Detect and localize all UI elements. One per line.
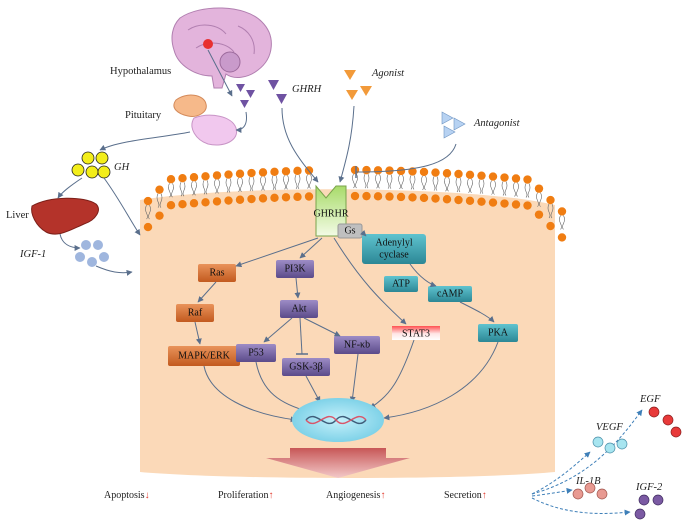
igf1-to-cell-arrow [95,265,133,276]
hypothalamus-label: Hypothalamus [110,66,171,77]
gh-label: GH [114,162,131,173]
nfkb-label: NF-κb [344,339,370,350]
camp-label: cAMP [437,288,464,299]
pituitary-to-gh-arrow [99,131,191,151]
pituitary-label: Pituitary [125,110,162,121]
outcome-angiogenesis: Angiogenesis↑ [326,490,385,501]
pka-node [478,324,518,342]
igf1-molecules [75,240,109,267]
dna-icon [305,415,367,425]
ghrh-triangles [268,80,287,104]
antagonist-inhibition-line [355,143,457,173]
akt-node [280,300,318,318]
nucleus [292,398,384,442]
outcome-proliferation: Proliferation↑ [218,490,274,501]
agonist-label: Agonist [371,68,405,79]
p53-node [236,344,276,362]
agonist-triangles [344,70,372,100]
stat3-node [392,326,440,340]
pi3k-node [276,260,314,278]
ghrh-label: GHRH [292,84,323,95]
egf-molecules [648,406,682,438]
gsk3b-label: GSK-3β [289,361,322,372]
liver-label: Liver [6,210,29,221]
p53-label: P53 [248,347,264,358]
pi3k-label: PI3K [284,263,306,274]
raf-label: Raf [188,307,203,318]
gh-to-liver-arrow [57,177,83,199]
antagonist-triangles [441,111,466,139]
akt-label: Akt [292,303,307,314]
ghrhr-receptor [315,184,347,237]
factor-arrows [531,409,643,516]
raf-node [176,304,214,322]
ras-node [198,264,236,282]
camp-node [428,286,472,302]
adenylyl-label-2: cyclase [379,249,409,260]
il1b-label: IL-1B [575,476,601,487]
pka-label: PKA [488,327,509,338]
antagonist-label: Antagonist [473,118,521,129]
atp-node [384,276,418,292]
igf2-label: IGF-2 [635,482,663,493]
liver-to-igf1-arrow [59,233,81,251]
adenylyl-label-1: Adenylyl [375,237,412,248]
ghrh-to-pituitary-arrow [235,111,247,133]
vegf-label: VEGF [596,422,623,433]
outcome-secretion: Secretion↑ [444,490,487,501]
nfkb-node [334,336,380,354]
vegf-molecules [592,436,628,454]
igf2-molecules [634,494,664,520]
gh-to-cell-arrow [103,177,141,236]
liver-icon [31,197,99,235]
adenylyl-cyclase-node [362,234,426,264]
ghrhr-label: GHRHR [313,208,348,219]
cell-membrane [143,165,567,242]
signaling-arrows [194,230,499,423]
ghrh-triangles-small [236,84,255,108]
output-arrow [266,448,410,478]
brain-icon [171,7,272,89]
stat3-label: STAT3 [402,328,430,339]
atp-label: ATP [392,278,410,289]
pituitary-icon [173,94,238,146]
gs-label: Gs [344,225,355,236]
hypothalamus-to-pituitary-arrow [207,49,233,97]
gh-molecules [71,151,111,179]
outcomes-row: Apoptosis↓ Proliferation↑ Angiogenesis↑ … [104,490,487,501]
gsk3b-node [282,358,330,376]
mapk-erk-label: MAPK/ERK [178,350,230,361]
outcome-apoptosis: Apoptosis↓ [104,490,150,501]
ghrh-to-receptor-arrow [281,107,319,183]
ras-label: Ras [210,267,225,278]
il1b-molecules [572,482,608,500]
igf1-label: IGF-1 [19,249,46,260]
agonist-to-receptor-arrow [338,105,355,183]
mapk-erk-node [168,346,240,366]
egf-label: EGF [639,394,661,405]
